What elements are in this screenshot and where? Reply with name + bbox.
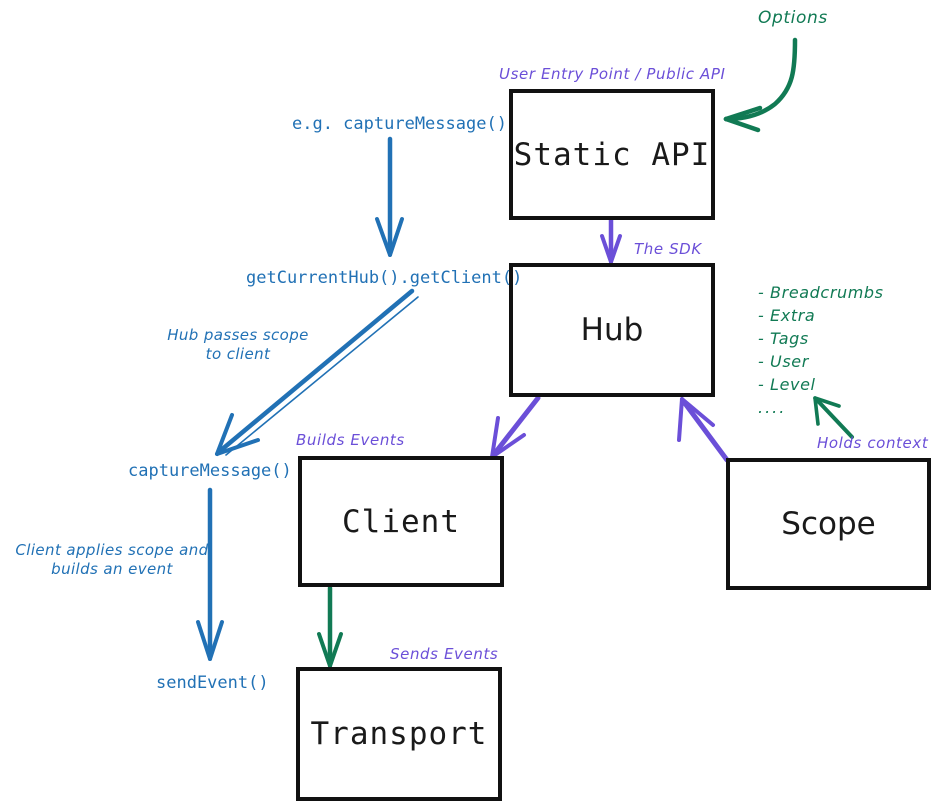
annotation-holds-context: Holds context bbox=[817, 434, 929, 452]
context-list-item-extra: - Extra bbox=[758, 306, 816, 326]
annotation-hub-passes-scope: Hub passes scope to client bbox=[167, 326, 309, 363]
annotation-capture-message: captureMessage() bbox=[128, 461, 292, 481]
context-list-item-user: - User bbox=[758, 352, 809, 372]
context-list-item-breadcrumbs: - Breadcrumbs bbox=[758, 283, 884, 302]
context-list: - Breadcrumbs - Extra - Tags - User - Le… bbox=[758, 281, 884, 419]
arrow-capture-message-down bbox=[375, 136, 404, 257]
annotation-the-sdk: The SDK bbox=[634, 240, 702, 258]
arrow-hub-to-client bbox=[490, 395, 541, 459]
node-hub[interactable]: Hub bbox=[509, 263, 715, 397]
arrow-client-to-transport bbox=[317, 585, 343, 668]
context-list-ellipsis: .... bbox=[758, 398, 787, 418]
node-static-api-label: Static API bbox=[513, 136, 711, 173]
arrow-options-to-static-api bbox=[723, 37, 798, 133]
node-hub-label: Hub bbox=[580, 312, 644, 348]
arrow-scope-to-hub bbox=[677, 397, 730, 463]
node-scope[interactable]: Scope bbox=[726, 458, 931, 590]
node-client-label: Client bbox=[342, 503, 460, 540]
annotation-get-current-hub: getCurrentHub().getClient() bbox=[246, 268, 523, 288]
node-static-api[interactable]: Static API bbox=[509, 89, 715, 220]
node-scope-label: Scope bbox=[781, 506, 876, 542]
annotation-sends-events: Sends Events bbox=[390, 645, 499, 663]
node-client[interactable]: Client bbox=[298, 456, 504, 587]
node-transport-label: Transport bbox=[310, 716, 488, 752]
annotation-client-applies-scope: Client applies scope and builds an event bbox=[15, 541, 209, 578]
annotation-options: Options bbox=[758, 8, 828, 28]
context-list-item-level: - Level bbox=[758, 375, 816, 395]
annotation-user-entry-point: User Entry Point / Public API bbox=[499, 65, 726, 83]
context-list-item-tags: - Tags bbox=[758, 329, 809, 349]
annotation-capture-message-example: e.g. captureMessage() bbox=[292, 114, 507, 134]
annotation-builds-events: Builds Events bbox=[296, 431, 405, 449]
annotation-send-event: sendEvent() bbox=[156, 673, 269, 693]
node-transport[interactable]: Transport bbox=[296, 667, 502, 801]
arrow-static-api-to-hub bbox=[600, 217, 622, 264]
